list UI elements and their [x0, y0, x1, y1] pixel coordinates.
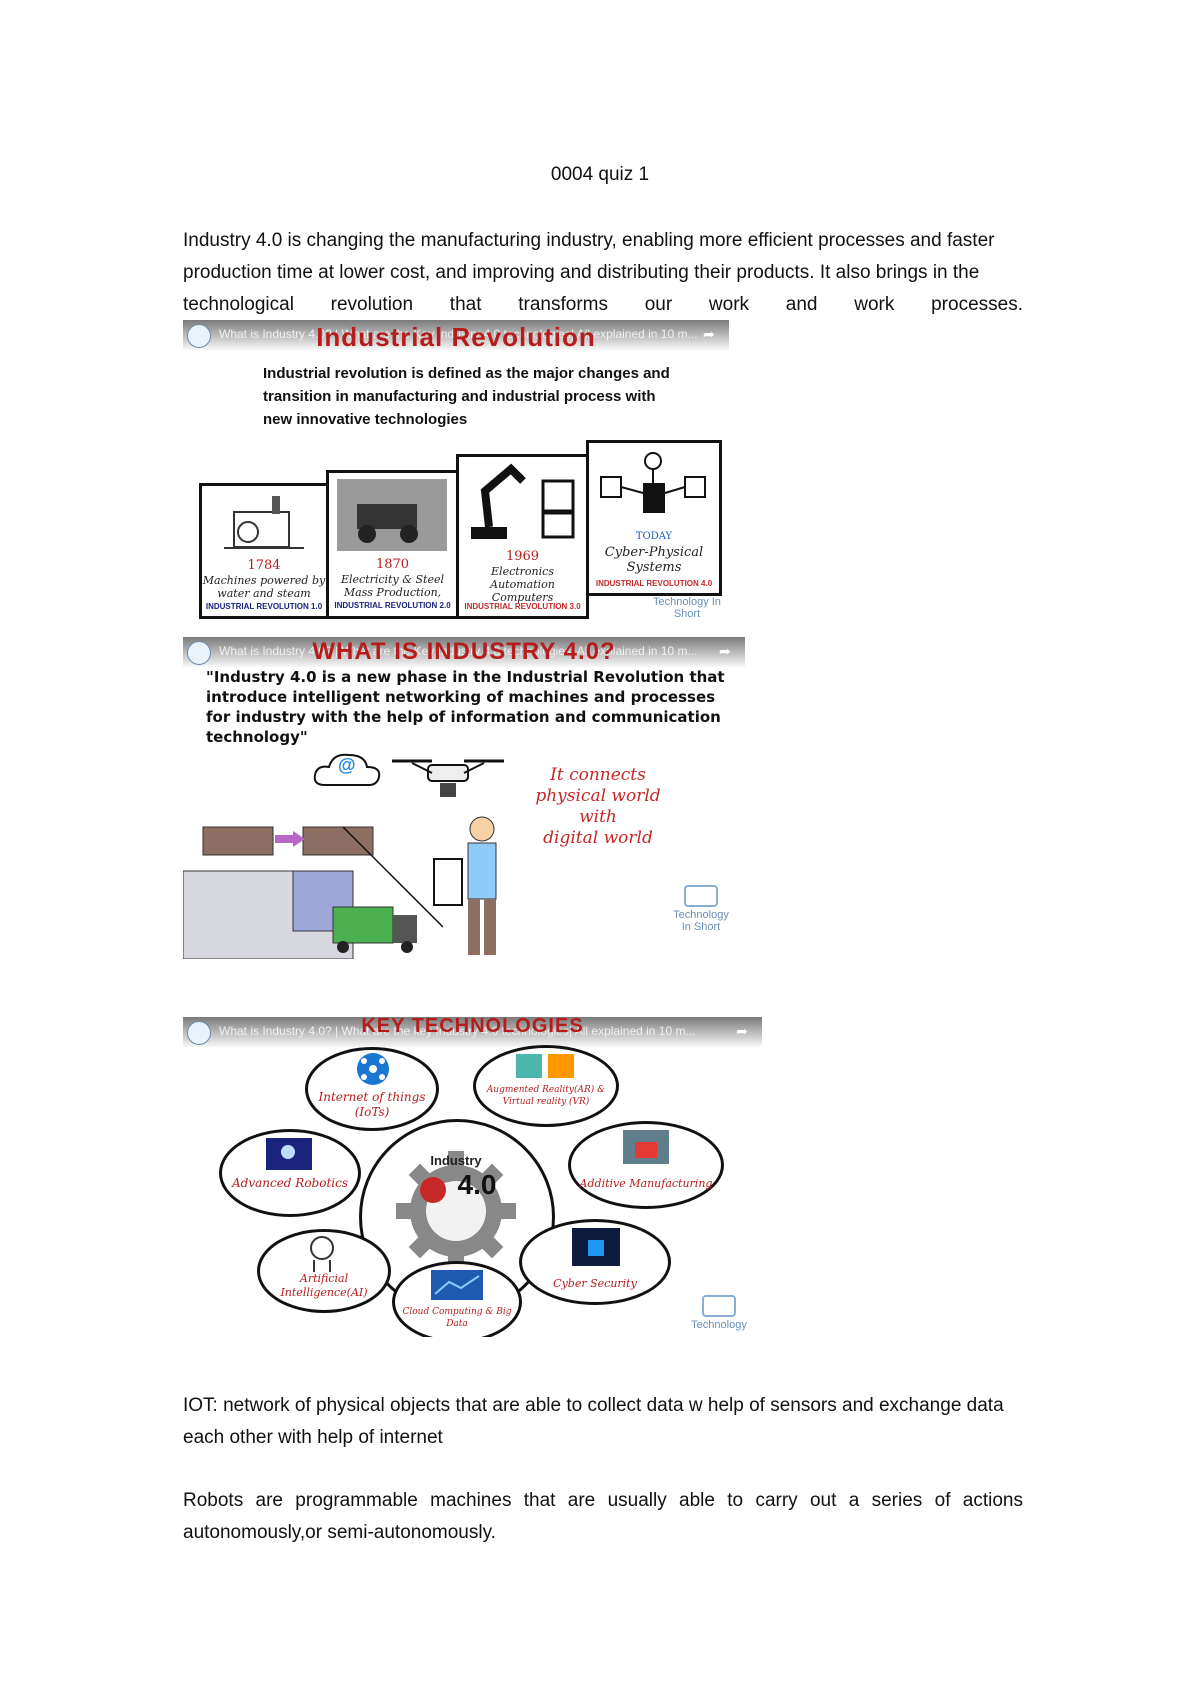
stage-year: TODAY [635, 531, 673, 542]
share-icon: ➦ [703, 326, 715, 342]
vintage-car-icon [337, 479, 447, 551]
intro-line-1: Industry 4.0 is changing the manufacturi… [183, 230, 995, 251]
intro-line-2: production time at lower cost, and impro… [183, 262, 980, 283]
drone-icon [392, 759, 504, 797]
tv-icon [702, 1295, 736, 1317]
stage-label: INDUSTRIAL REVOLUTION 1.0 [205, 602, 323, 611]
tech-cyber-security: Cyber Security [519, 1219, 671, 1305]
network-icon [357, 1053, 389, 1085]
video-topbar: What is Industry 4.0? | What are the key… [183, 1017, 762, 1047]
connects-line: with [579, 807, 617, 827]
share-icon: ➦ [719, 643, 731, 659]
tech-label: Artificial Intelligence(AI) [280, 1272, 368, 1299]
factory-logo-icon [420, 1177, 446, 1203]
steam-engine-icon [224, 496, 304, 549]
stage-year: 1969 [505, 549, 540, 564]
tech-cloud-computing: Cloud Computing & Big Data [392, 1261, 522, 1337]
stage-desc: Machines powered by water and steam [202, 574, 326, 600]
robots-line-1: Robots are programmable machines that ar… [183, 1490, 1023, 1511]
banner-title: Industrial Revolution [316, 322, 596, 352]
tech-label: Augmented Reality(AR) & Virtual reality … [486, 1085, 606, 1107]
banner-title: WHAT IS INDUSTRY 4.0? [312, 638, 616, 665]
stage-label: INDUSTRIAL REVOLUTION 3.0 [464, 602, 581, 611]
center-label: Industry [430, 1153, 482, 1168]
channel-avatar-icon [187, 641, 211, 665]
stage-desc: Cyber-Physical Systems [604, 545, 704, 575]
tech-label: Cloud Computing & Big Data [402, 1307, 512, 1329]
video-topbar: What is Industry 4.0? | What are the Key… [183, 637, 745, 667]
stage-desc: Electricity & Steel Mass Production, [340, 573, 444, 599]
intro-paragraph: Industry 4.0 is changing the manufacturi… [183, 225, 1023, 321]
ar-vr-icon [516, 1054, 574, 1078]
iot-line-2: each other with help of internet [183, 1427, 443, 1448]
channel-avatar-icon [187, 1021, 211, 1045]
tech-label: Cyber Security [553, 1277, 637, 1290]
tech-label: Additive Manufacturing [579, 1177, 713, 1190]
page-title: 0004 quiz 1 [550, 164, 650, 185]
stage-card-2: 1870 Electricity & Steel Mass Production… [326, 470, 459, 619]
tech-label: Internet of things (IoTs) [318, 1090, 426, 1119]
tv-icon [684, 885, 718, 907]
what-is-industry-image: What is Industry 4.0? | What are the Key… [183, 637, 745, 960]
tech-ar-vr: Augmented Reality(AR) & Virtual reality … [473, 1045, 619, 1127]
watermark: Technology [681, 1295, 757, 1331]
banner-title: KEY TECHNOLOGIES [361, 1017, 584, 1037]
watermark-line: Technology [673, 909, 729, 921]
stage-desc: Electronics Automation Computers [490, 565, 555, 604]
tech-additive-manufacturing: Additive Manufacturing [568, 1121, 724, 1209]
video-title: What is Industry 4.0? | What are the key… [219, 1024, 696, 1038]
watermark-line: Technology [691, 1319, 747, 1331]
watermark-line: In Short [681, 921, 721, 933]
security-screen-icon [572, 1228, 620, 1266]
stage-card-1: 1784 Machines powered by water and steam… [199, 483, 329, 619]
robot-arm-icon [471, 463, 575, 539]
cloud-data-icon [431, 1270, 483, 1300]
person-with-tablet-icon [433, 816, 497, 955]
stage-card-4: TODAY Cyber-Physical Systems INDUSTRIAL … [586, 440, 722, 596]
video-title: What is Industry 4.0? | What are the Key… [219, 644, 698, 658]
stage-card-3: 1969 Electronics Automation Computers IN… [456, 454, 589, 619]
connects-line: physical world [535, 786, 661, 806]
industrial-revolution-image: What is Industry 4.0? | What are the Key… [183, 320, 729, 620]
stage-year: 1870 [375, 557, 410, 572]
iot-line-1: IOT: network of physical objects that ar… [183, 1395, 1004, 1416]
robots-line-2: autonomously,or semi-autonomously. [183, 1522, 496, 1543]
video-topbar: What is Industry 4.0? | What are the Key… [183, 320, 729, 350]
stage-label: INDUSTRIAL REVOLUTION 2.0 [334, 601, 451, 610]
intro-line-3: technological revolution that transforms… [183, 294, 1023, 315]
video-title: What is Industry 4.0? | What are the Key… [219, 327, 698, 341]
tech-iot: Internet of things (IoTs) [305, 1047, 439, 1131]
connects-text: It connects physical world with digital … [523, 765, 673, 849]
cloud-icon [313, 753, 381, 786]
key-technologies-image: What is Industry 4.0? | What are the key… [183, 1017, 762, 1337]
at-symbol: @ [338, 755, 356, 775]
smart-factory-illustration [183, 826, 444, 959]
iot-definition: IOT: network of physical objects that ar… [183, 1390, 1023, 1454]
revolution-caption: Industrial revolution is defined as the … [263, 365, 670, 428]
robots-definition: Robots are programmable machines that ar… [183, 1485, 1023, 1549]
cyber-physical-icon [600, 452, 706, 513]
connects-line: It connects [550, 765, 646, 785]
robot-icon [266, 1138, 312, 1170]
stage-label: INDUSTRIAL REVOLUTION 4.0 [595, 579, 713, 588]
share-icon: ➦ [736, 1023, 748, 1039]
stage-year: 1784 [247, 558, 281, 573]
tech-label: Advanced Robotics [231, 1176, 349, 1190]
3d-printer-icon [623, 1130, 669, 1164]
channel-avatar-icon [187, 324, 211, 348]
center-value: 4.0 [457, 1169, 497, 1200]
watermark: Technology In Short [663, 885, 739, 933]
tech-advanced-robotics: Advanced Robotics [219, 1129, 361, 1217]
industry-quote: "Industry 4.0 is a new phase in the Indu… [206, 668, 725, 746]
ai-head-icon [310, 1236, 334, 1272]
tech-ai: Artificial Intelligence(AI) [257, 1229, 391, 1313]
watermark: Technology In Short [653, 596, 721, 620]
connects-line: digital world [543, 828, 653, 848]
